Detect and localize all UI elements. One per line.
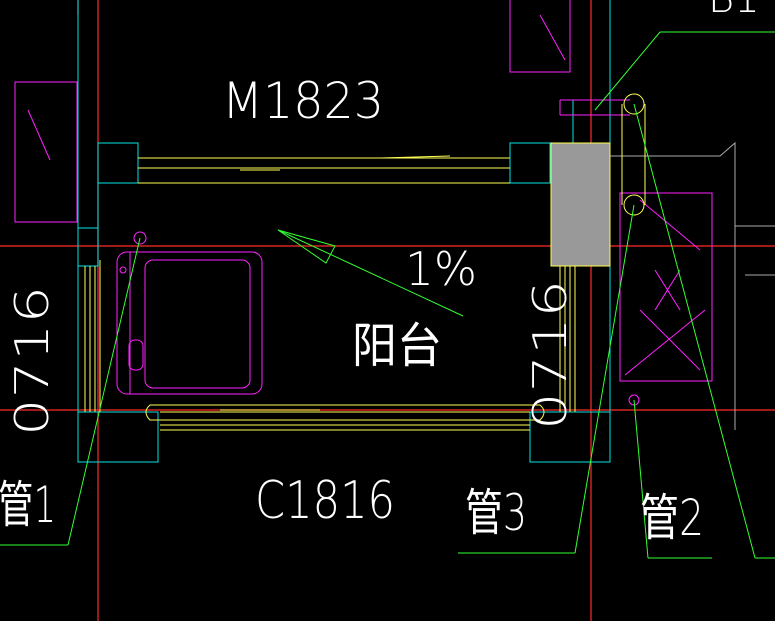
column-fill (550, 142, 611, 267)
pipe-2-label: 管2 (640, 489, 704, 547)
dim-left: 0716 (5, 286, 59, 436)
pipe-3-label: 管3 (465, 484, 527, 542)
dim-right: 0716 (523, 280, 577, 430)
window-tag: C1816 (255, 471, 395, 531)
room-name: 阳台 (352, 318, 442, 374)
door-sill (138, 155, 510, 184)
pipe-circles (133, 93, 646, 245)
upper-left-fixture (14, 81, 78, 223)
slope-label: 1% (405, 242, 477, 296)
washing-machine (116, 251, 263, 395)
window-frames (84, 260, 576, 431)
door-tag: M1823 (222, 72, 384, 130)
upper-right-fixture (509, 0, 571, 73)
right-wall-outline (610, 141, 775, 430)
pipe-1-label: 管1 (0, 476, 56, 534)
corner-label: B1 (708, 0, 760, 22)
leader-lines (0, 31, 775, 559)
